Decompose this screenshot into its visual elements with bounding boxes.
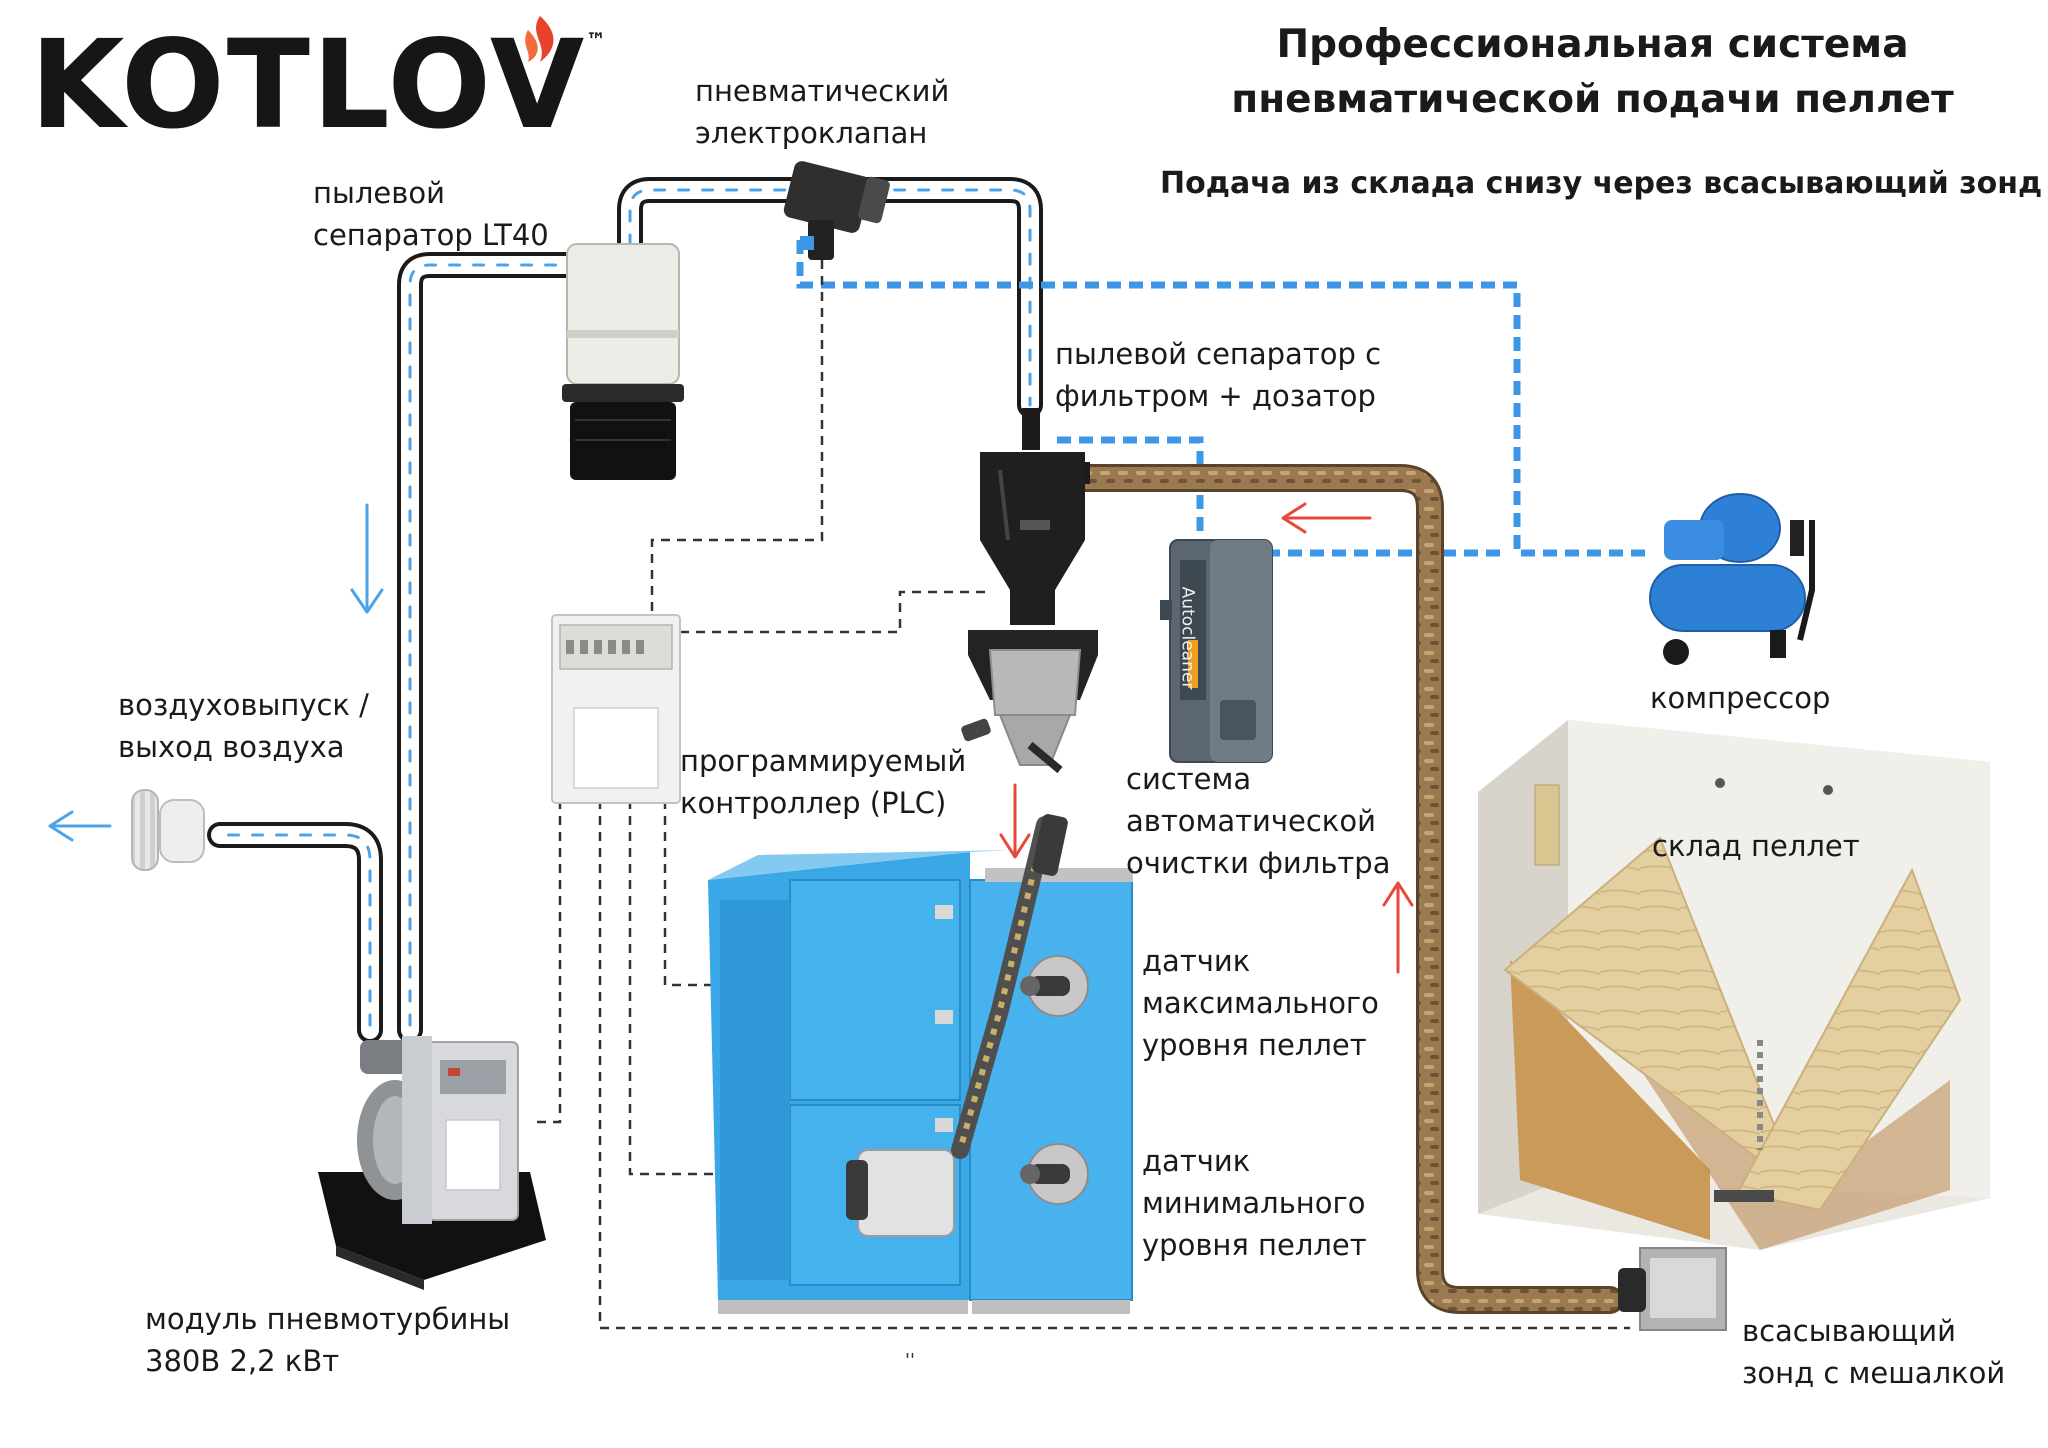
label-autoclean-line2: автоматической <box>1126 804 1376 838</box>
plc-cabinet <box>551 614 681 804</box>
label-sensor-max-line3: уровня пеллет <box>1142 1028 1367 1062</box>
trademark-mark: ™ <box>586 28 606 52</box>
arrow-down-blue-icon <box>350 503 384 614</box>
label-lt40-line1: пылевой <box>313 176 445 210</box>
label-separator-filter-line1: пылевой сепаратор с <box>1055 337 1382 371</box>
suction-probe <box>1618 1247 1727 1331</box>
label-sensor-max-line1: датчик <box>1142 944 1251 978</box>
label-sensor-min-line3: уровня пеллет <box>1142 1228 1367 1262</box>
label-sensor-min-line2: минимального <box>1142 1186 1366 1220</box>
label-valve-line2: электроклапан <box>695 116 928 150</box>
diagram-title-line2: пневматической подачи пеллет <box>1231 77 1954 122</box>
label-compressor: компрессор <box>1650 681 1831 715</box>
label-air-outlet-line2: выход воздуха <box>118 730 345 764</box>
sensor-min <box>1020 1143 1089 1205</box>
autocleaner-unit <box>1160 539 1273 763</box>
boiler <box>708 814 1133 1314</box>
label-autoclean-line3: очистки фильтра <box>1126 846 1391 880</box>
pellet-storage <box>1478 720 1990 1250</box>
label-plc-line2: контроллер (PLC) <box>680 786 947 820</box>
label-separator-filter-line2: фильтром + дозатор <box>1055 379 1376 413</box>
label-autoclean-line1: система <box>1126 762 1252 796</box>
flame-icon <box>525 16 554 62</box>
sensor-max <box>1020 955 1089 1017</box>
dust-separator-lt40 <box>562 243 684 480</box>
arrow-left-red-icon <box>1281 502 1372 534</box>
label-probe-line1: всасывающий <box>1742 1314 1956 1348</box>
diagram-title-line1: Профессиональная система <box>1276 22 1909 67</box>
air-outlet <box>131 789 205 871</box>
brand-logo: KOTLOV <box>30 14 587 156</box>
label-plc-line1: программируемый <box>680 744 967 778</box>
arrow-left-blue-icon <box>48 810 112 842</box>
label-turbine-line2: 380В 2,2 кВт <box>145 1344 340 1378</box>
label-storage: склад пеллет <box>1652 829 1860 863</box>
compressor <box>1649 493 1815 665</box>
autocleaner-brand-text: Autocleaner <box>1177 586 1198 690</box>
label-sensor-min-line1: датчик <box>1142 1144 1251 1178</box>
arrow-up-red-icon <box>1382 881 1414 974</box>
label-air-outlet-line1: воздуховыпуск / <box>118 688 369 722</box>
label-lt40-line2: сепаратор LT40 <box>313 218 549 252</box>
label-turbine-line1: модуль пневмотурбины <box>145 1302 511 1336</box>
label-sensor-max-line2: максимального <box>1142 986 1379 1020</box>
pneumatic-valve <box>783 161 890 260</box>
arrow-down-red-icon <box>999 783 1031 859</box>
pipe-turbine-to-outlet <box>207 822 383 1043</box>
stray-mark: '' <box>905 1350 915 1371</box>
turbine-module <box>318 1036 546 1290</box>
cyclone-doser <box>961 408 1098 774</box>
label-probe-line2: зонд с мешалкой <box>1742 1356 2006 1390</box>
diagram-subtitle: Подача из склада снизу через всасывающий… <box>1160 166 2043 201</box>
label-valve-line1: пневматический <box>695 74 950 108</box>
pipe-turbine-to-lt40 <box>397 252 588 1043</box>
flow-arrows <box>48 502 1414 974</box>
